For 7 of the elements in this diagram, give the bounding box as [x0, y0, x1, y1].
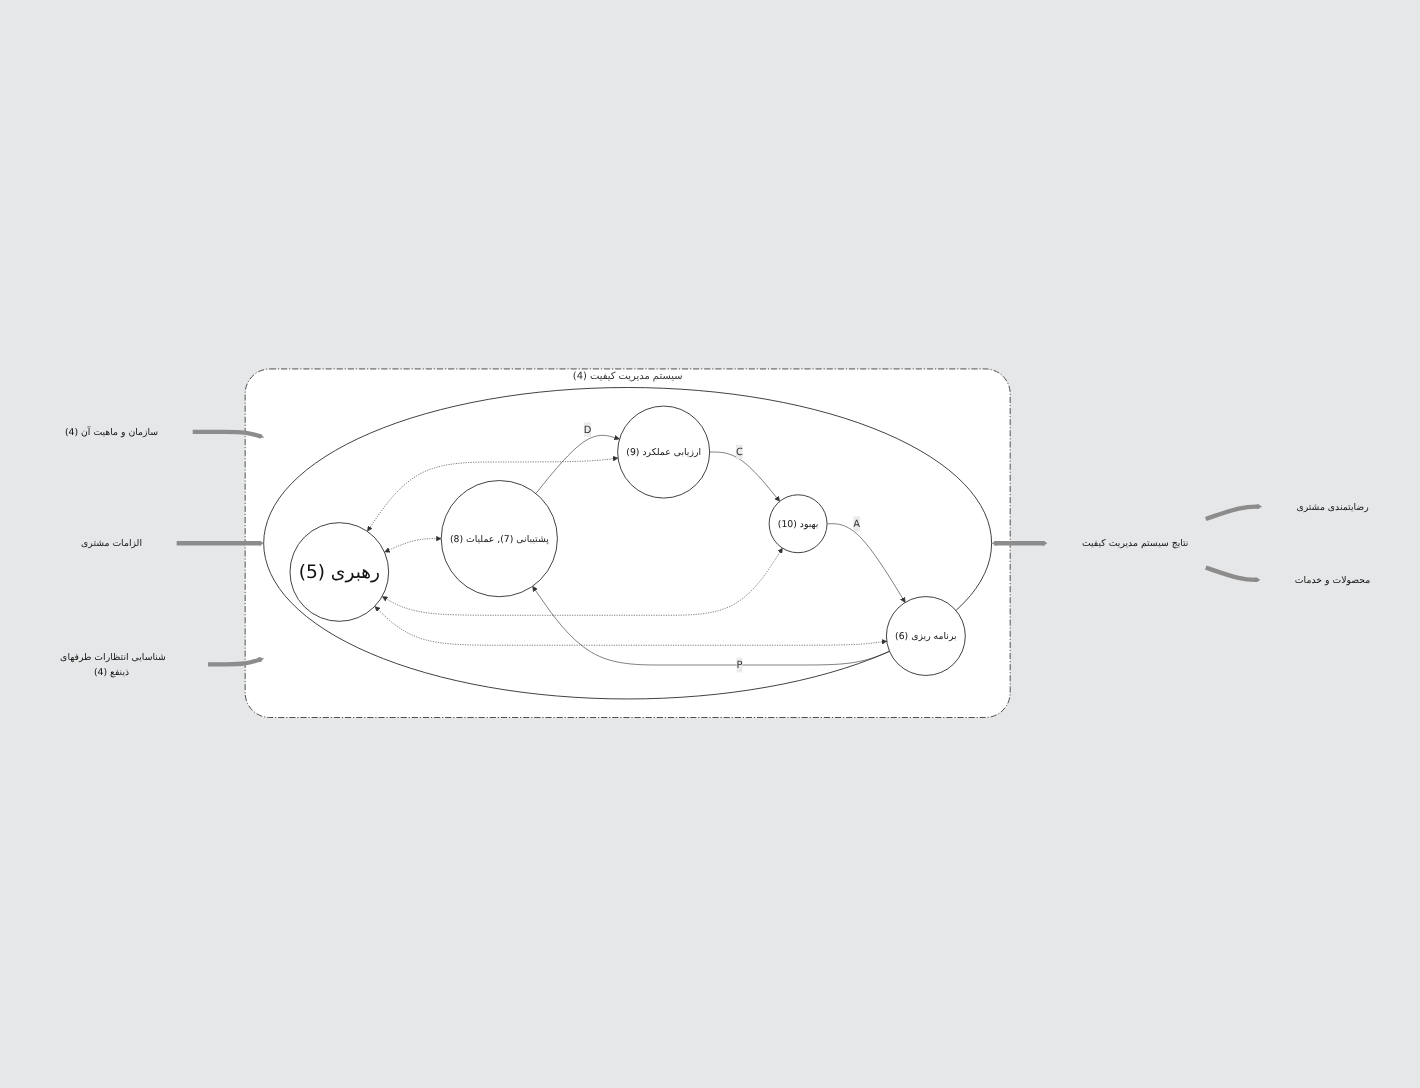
- arrow: [1205, 504, 1263, 522]
- arrow: [192, 430, 264, 440]
- arrow: [1205, 566, 1261, 584]
- arrow: [208, 657, 264, 668]
- node-circle: رهبری (5): [289, 522, 390, 623]
- arrow: [991, 541, 1048, 547]
- arrow: [176, 541, 264, 547]
